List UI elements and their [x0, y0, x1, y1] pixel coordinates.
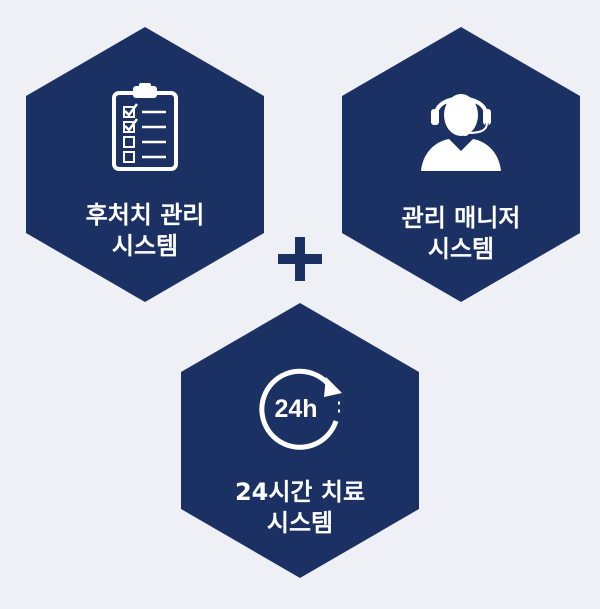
hexagon-label: 관리 매니저 시스템 — [342, 203, 580, 265]
24h-icon-text: 24h — [274, 395, 317, 423]
clipboard-checklist-icon — [26, 83, 264, 171]
24h-cycle-icon: 24h — [181, 363, 419, 453]
hexagon-manager-system: 관리 매니저 시스템 — [342, 27, 580, 302]
hexagon-label-line1: 후처치 관리 — [85, 201, 205, 229]
hexagon-label: 후처치 관리 시스템 — [26, 200, 264, 262]
plus-icon — [278, 237, 322, 281]
hexagon-label-line2: 시스템 — [427, 235, 495, 263]
headset-operator-icon — [342, 85, 580, 171]
hexagon-24h-treatment-system: 24h 24시간 치료 시스템 — [181, 303, 419, 578]
hexagon-label-line2: 시스템 — [266, 509, 334, 537]
hexagon-label-line1: 24시간 치료 — [234, 478, 366, 506]
hexagon-aftercare-system: 후처치 관리 시스템 — [26, 27, 264, 302]
hexagon-shape — [181, 303, 419, 578]
hexagon-label-line2: 시스템 — [111, 232, 179, 260]
hexagon-shape — [26, 27, 264, 302]
hexagon-label-line1: 관리 매니저 — [401, 204, 521, 232]
hexagon-label: 24시간 치료 시스템 — [181, 477, 419, 539]
